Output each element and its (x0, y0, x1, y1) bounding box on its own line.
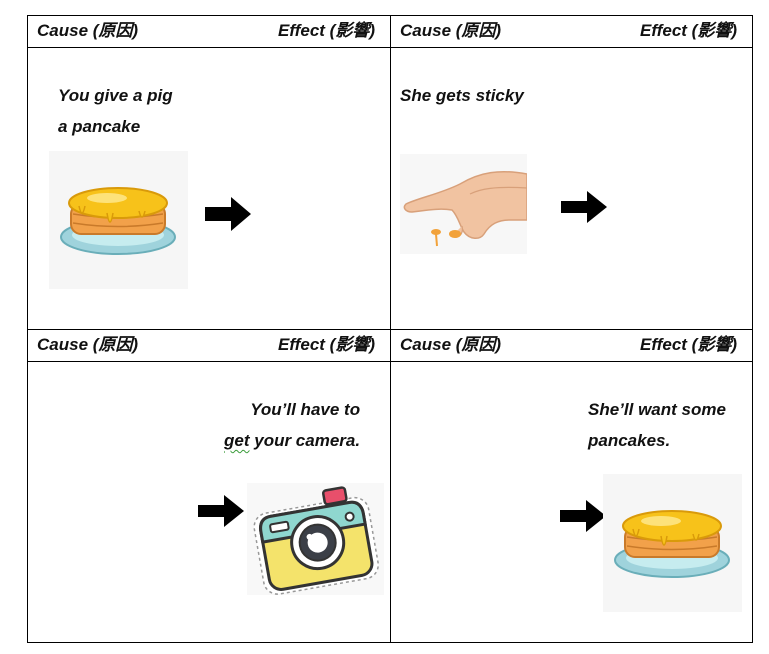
table-header-rule-2 (27, 361, 753, 362)
cause-header: Cause (原因) (400, 335, 502, 354)
cell-4-text: She’ll want some pancakes. (588, 394, 726, 456)
pancake-icon (49, 151, 188, 289)
right-arrow-icon (198, 495, 244, 527)
camera-icon (247, 483, 384, 595)
cause-header: Cause (原因) (37, 335, 139, 354)
table-row-divider (27, 329, 753, 330)
sticky-hand-icon (400, 154, 527, 254)
cell-2-line-1: She gets sticky (400, 86, 524, 105)
cause-header: Cause (原因) (400, 21, 502, 40)
cause-header: Cause (原因) (37, 21, 139, 40)
effect-header: Effect (影響) (278, 335, 375, 354)
header-row-1-right: Cause (原因) Effect (影響) (391, 15, 752, 47)
header-row-2-left: Cause (原因) Effect (影響) (28, 329, 390, 361)
cell-1-text: You give a pig a pancake (58, 80, 173, 142)
cell-1-line-1: You give a pig (58, 86, 173, 105)
cell-3-word-rest: your camera. (254, 431, 361, 450)
cell-3-line-1: You’ll have to (250, 400, 361, 419)
cell-3-word-get: get (224, 431, 250, 450)
header-row-2-right: Cause (原因) Effect (影響) (391, 329, 752, 361)
cell-1-line-2: a pancake (58, 117, 141, 136)
effect-header: Effect (影響) (640, 21, 737, 40)
cell-2-text: She gets sticky (400, 80, 524, 111)
table-header-rule-1 (27, 47, 753, 48)
cell-4-line-1: She’ll want some (588, 400, 726, 419)
right-arrow-icon (560, 500, 606, 532)
effect-header: Effect (影響) (278, 21, 375, 40)
header-row-1-left: Cause (原因) Effect (影響) (28, 15, 390, 47)
pancake-icon (603, 474, 742, 612)
right-arrow-icon (205, 197, 251, 231)
effect-header: Effect (影響) (640, 335, 737, 354)
cell-3-line-2: get your camera. (224, 425, 360, 456)
cell-4-line-2: pancakes. (588, 431, 671, 450)
right-arrow-icon (561, 191, 607, 223)
cell-3-text: You’ll have to get your camera. (224, 394, 360, 456)
